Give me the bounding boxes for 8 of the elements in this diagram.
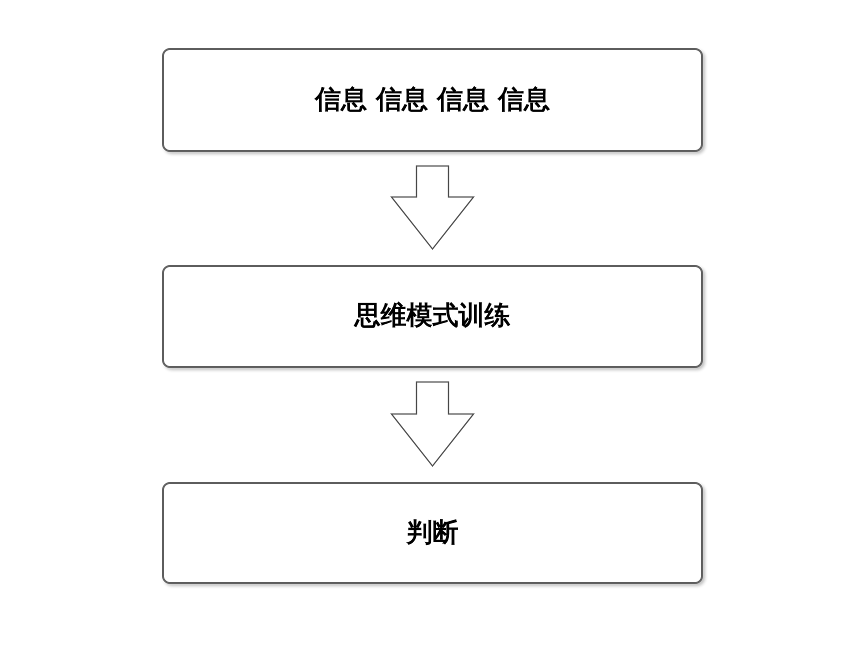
box-label: 思维模式训练 (354, 300, 510, 333)
block-arrow (390, 165, 475, 250)
box-label: 判断 (406, 516, 458, 550)
process-box (162, 48, 703, 152)
box-label: 信息 信息 信息 信息 (314, 84, 550, 116)
block-arrow (390, 381, 475, 468)
process-box (162, 265, 703, 368)
process-box (162, 482, 703, 584)
